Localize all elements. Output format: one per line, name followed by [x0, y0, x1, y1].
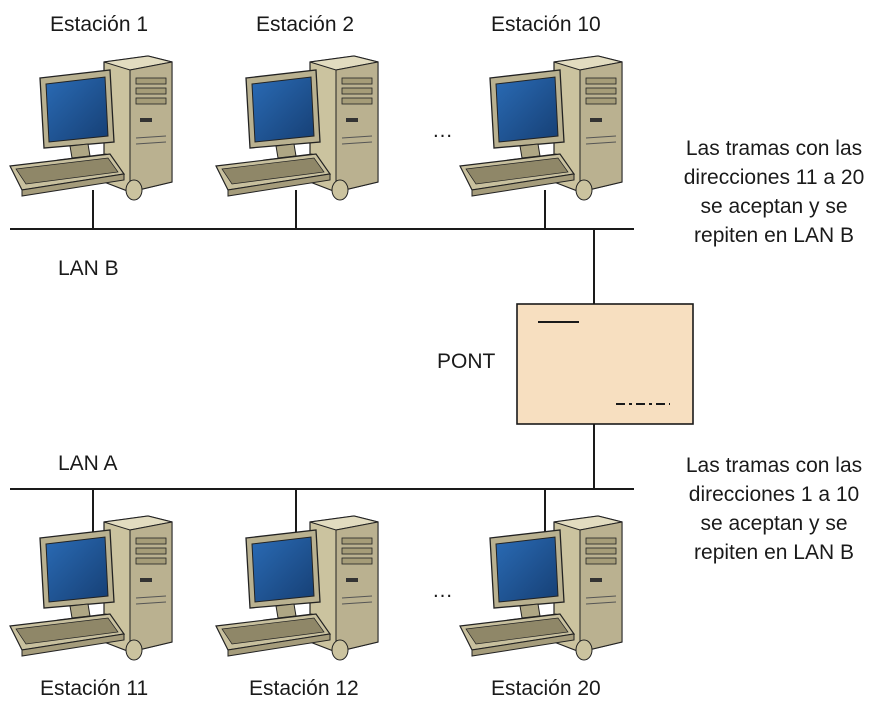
note-line: repiten en LAN B: [694, 541, 854, 564]
note-bottom: Las tramas con las direcciones 1 a 10 se…: [659, 451, 889, 567]
computer-icon: [215, 515, 379, 661]
lan-b-label: LAN B: [58, 257, 119, 280]
station-label: Estación 2: [256, 13, 355, 36]
computer-icon: [9, 515, 173, 661]
station-label: Estación 20: [491, 677, 601, 700]
note-line: direcciones 11 a 20: [683, 166, 865, 189]
note-line: se aceptan y se: [700, 195, 848, 218]
note-top: Las tramas con las direcciones 11 a 20 s…: [659, 134, 889, 250]
computer-icon: [9, 55, 173, 201]
bridge-label: PONT: [437, 350, 496, 373]
station-label: Estación 1: [50, 13, 149, 36]
station-label: Estación 12: [249, 677, 359, 700]
lan-a-label: LAN A: [58, 452, 118, 475]
note-line: Las tramas con las: [685, 454, 863, 477]
computer-icon: [459, 55, 623, 201]
computer-icon: [459, 515, 623, 661]
station-label: Estación 10: [491, 13, 601, 36]
station-label: Estación 11: [40, 677, 149, 700]
ellipsis-top: …: [432, 119, 453, 142]
note-line: se aceptan y se: [700, 512, 848, 535]
note-line: repiten en LAN B: [694, 224, 854, 247]
computer-icon: [215, 55, 379, 201]
ellipsis-bottom: …: [432, 579, 453, 602]
bridge-box: [516, 303, 694, 425]
note-line: direcciones 1 a 10: [688, 483, 860, 506]
note-line: Las tramas con las: [685, 137, 863, 160]
